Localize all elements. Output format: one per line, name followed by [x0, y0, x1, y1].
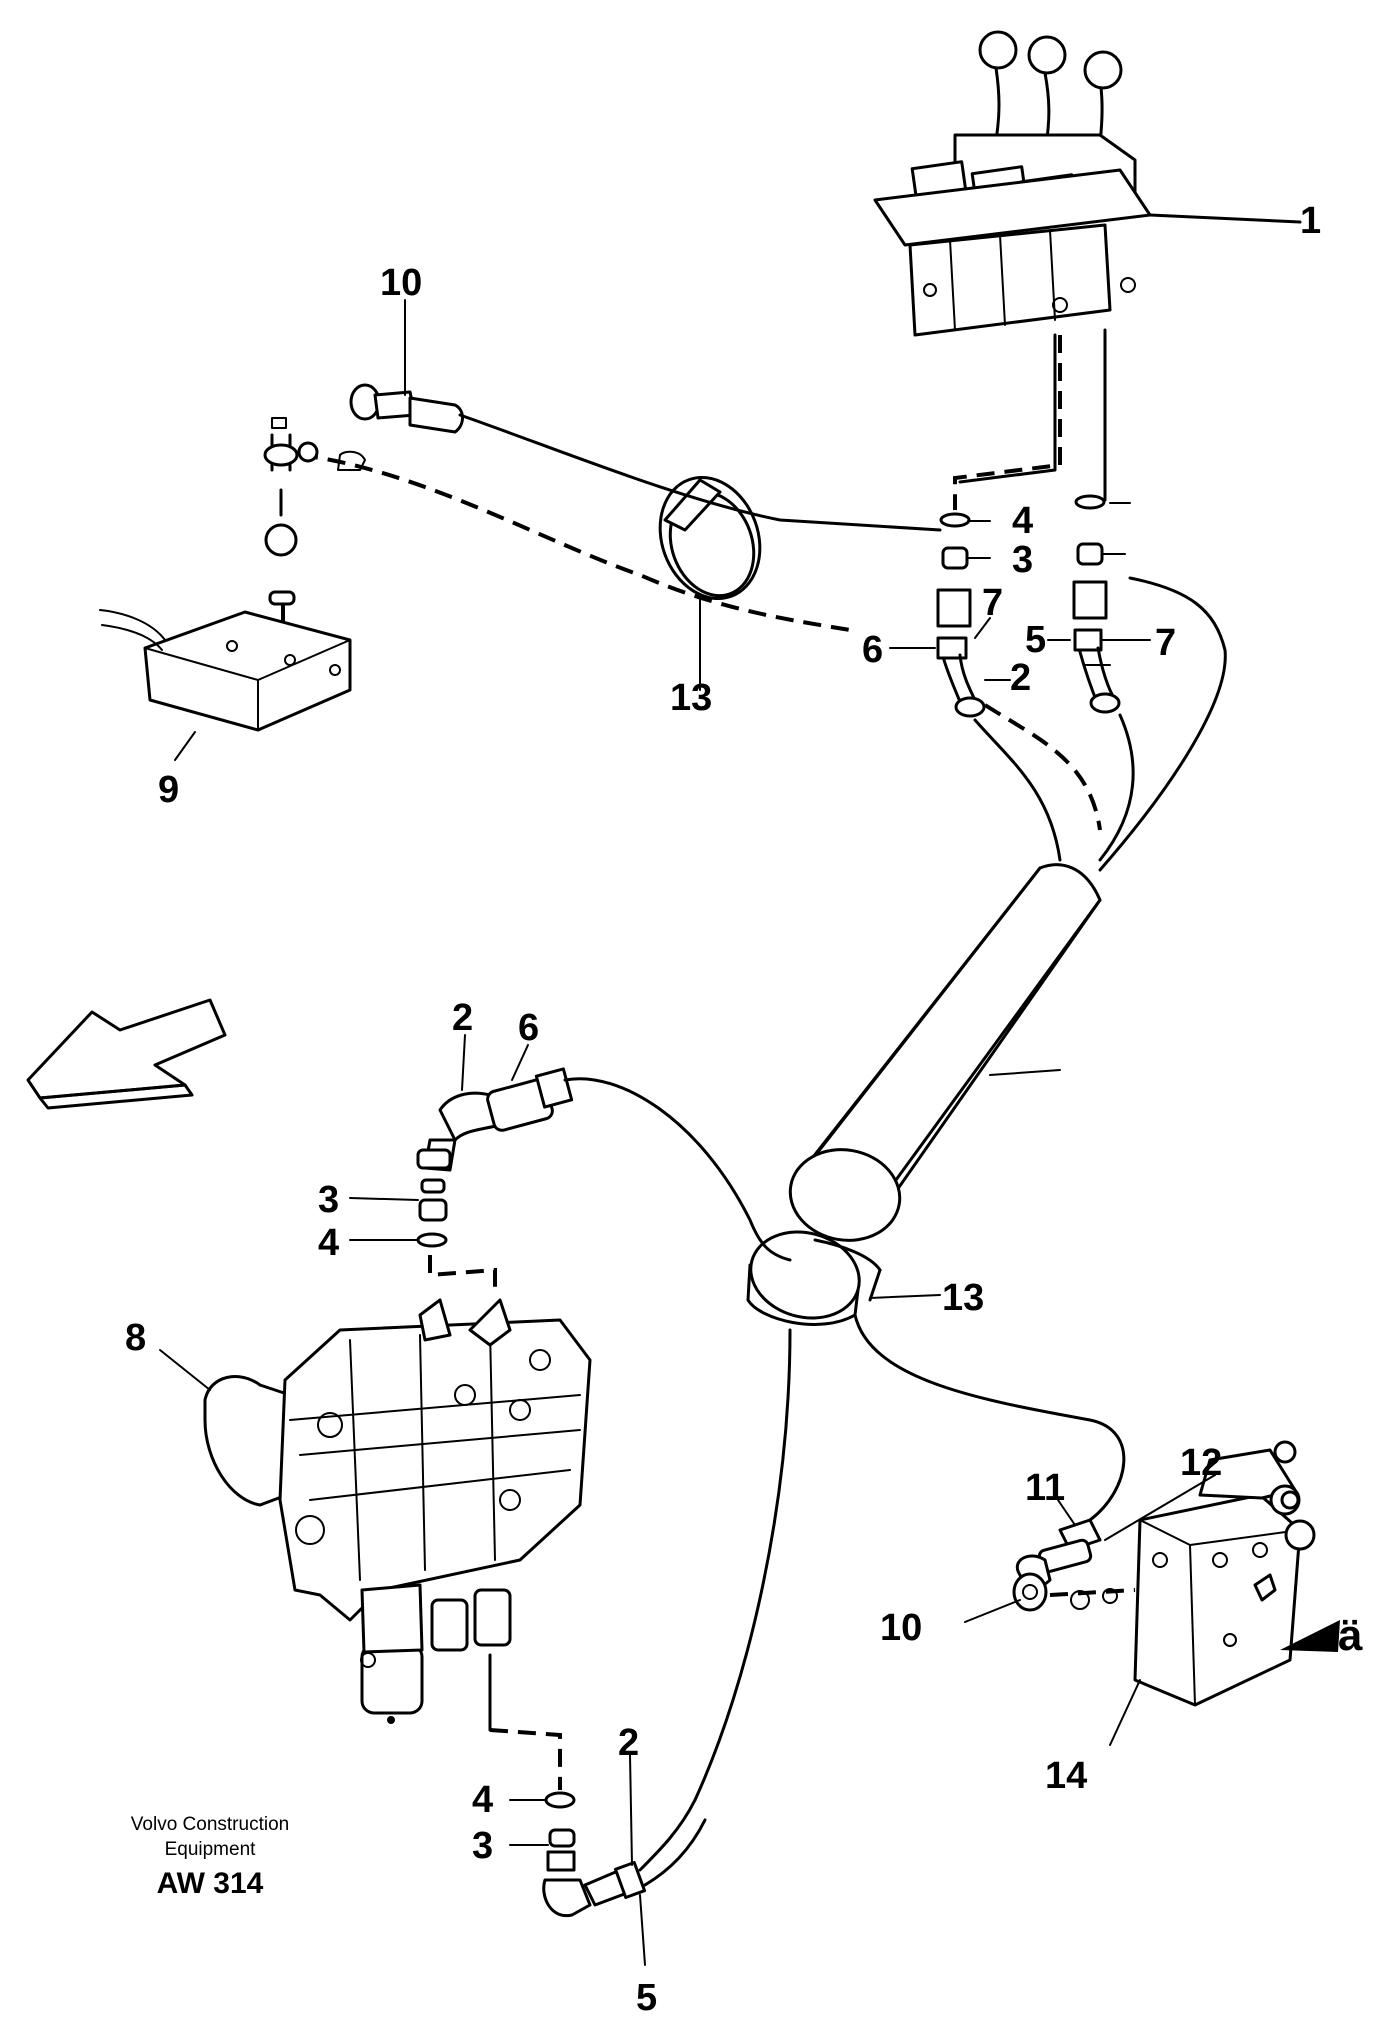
control-valve-assembly: [873, 30, 1302, 337]
callout-9: 9: [158, 769, 179, 811]
callout-10-bottom: 10: [880, 1607, 922, 1649]
hose-item-10-top: [349, 383, 942, 532]
drawing-code: AW 314: [157, 1867, 264, 1900]
callout-14: 14: [1045, 1755, 1087, 1797]
callout-4-middle: 4: [318, 1222, 339, 1264]
callout-13-top: 13: [670, 677, 712, 719]
company-name-line2: Equipment: [165, 1839, 257, 1860]
callout-11: 11: [1025, 1467, 1065, 1509]
callout-6-middle: 6: [518, 1007, 539, 1049]
callout-5-bottom: 5: [636, 1977, 657, 2019]
leader-lines: [159, 299, 1216, 1966]
callout-2-middle: 2: [452, 997, 473, 1039]
view-marker: ä: [1338, 1611, 1363, 1660]
callout-1: 1: [1300, 200, 1321, 242]
callout-7-right: 7: [1155, 622, 1176, 664]
callout-7-left: 7: [982, 582, 1003, 624]
callout-10-top: 10: [380, 262, 422, 304]
forward-direction-arrow: [26, 998, 227, 1110]
callout-3-bottom: 3: [472, 1825, 493, 1867]
callout-4-bottom: 4: [472, 1779, 493, 1821]
callout-3-top: 3: [1012, 539, 1033, 581]
callout-5-top: 5: [1025, 619, 1046, 661]
hose-fittings-left-middle: [416, 1067, 792, 1295]
hose-clamp-upper: [658, 475, 762, 601]
company-name-line1: Volvo Construction: [131, 1814, 289, 1835]
main-control-valve-item-8: [203, 1298, 592, 1724]
callout-4-top: 4: [1012, 500, 1033, 542]
callout-2-top: 2: [1010, 657, 1031, 699]
callout-2-bottom: 2: [618, 1722, 639, 1764]
callout-13-bottom: 13: [942, 1277, 984, 1319]
callout-6-top: 6: [862, 629, 883, 671]
hose-clamp-lower: [746, 1230, 882, 1326]
protective-sleeve: [788, 863, 1102, 1242]
valve-block-item-14: [1133, 1440, 1316, 1707]
callout-12: 12: [1180, 1442, 1222, 1484]
callout-8: 8: [125, 1317, 146, 1359]
callout-3-middle: 3: [318, 1179, 339, 1221]
valve-block-item-9: [99, 417, 366, 732]
